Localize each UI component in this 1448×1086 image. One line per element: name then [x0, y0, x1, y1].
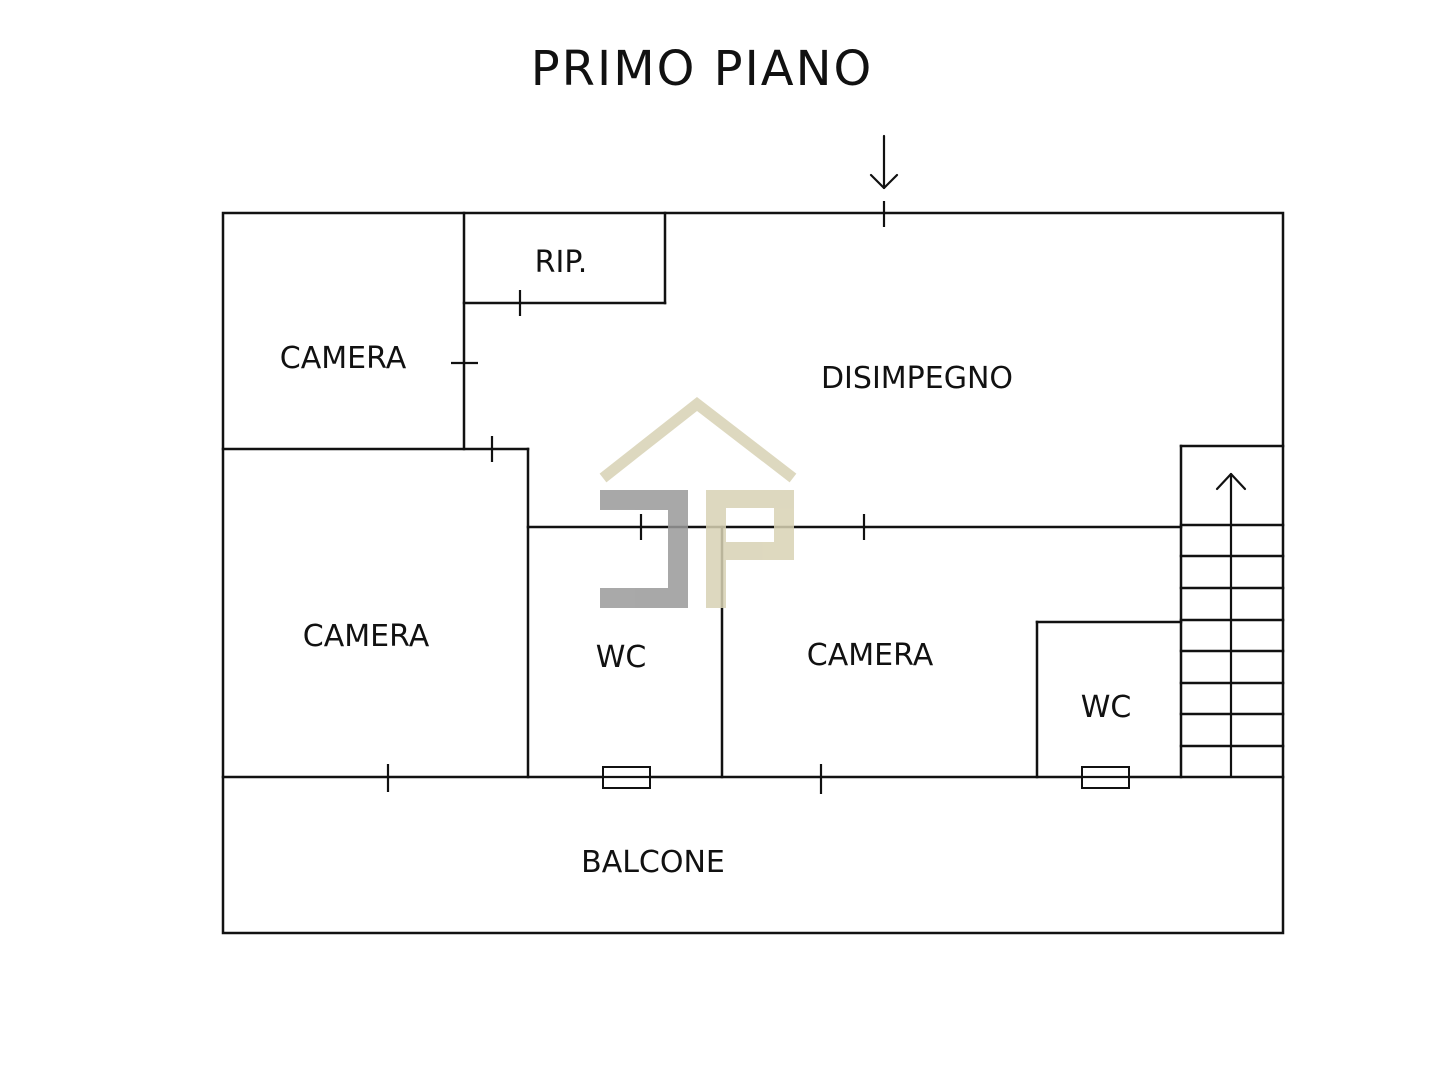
room-label-wc-left: WC — [596, 640, 647, 675]
floor-title: PRIMO PIANO — [531, 41, 874, 97]
room-label-ripostiglio: RIP. — [535, 245, 588, 280]
room-label-camera-right: CAMERA — [807, 638, 934, 673]
room-label-balcone: BALCONE — [581, 845, 725, 880]
room-label-camera-left: CAMERA — [303, 619, 430, 654]
room-label-disimpegno: DISIMPEGNO — [821, 361, 1013, 396]
jp-house-logo — [599, 397, 797, 608]
stairs-up-arrow-icon — [1215, 472, 1247, 778]
outer-wall — [221, 211, 1285, 935]
room-label-camera-top-left: CAMERA — [280, 341, 407, 376]
entrance-arrow-icon — [869, 134, 899, 190]
door-markers — [386, 201, 886, 794]
room-label-wc-right: WC — [1081, 690, 1132, 725]
